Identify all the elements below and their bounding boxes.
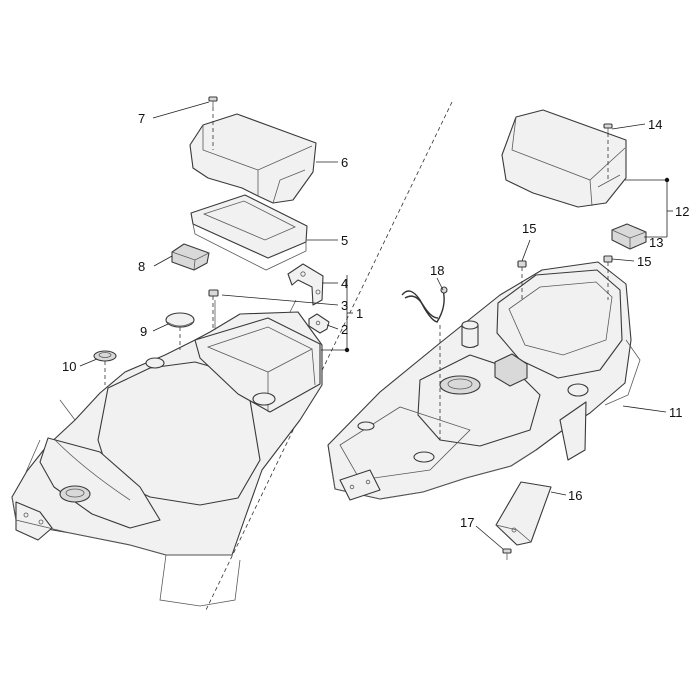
callout-7: 7 [138, 111, 145, 126]
callout-15-b: 15 [637, 254, 651, 269]
part-8-block [171, 243, 210, 271]
callout-16: 16 [568, 488, 582, 503]
right-assembly [327, 109, 647, 560]
part-13-block [611, 223, 647, 250]
part-12-lid [501, 109, 627, 208]
left-frame-body [11, 299, 323, 607]
view-divider [204, 101, 453, 613]
callout-8: 8 [138, 259, 145, 274]
callout-10: 10 [62, 359, 76, 374]
callout-6: 6 [341, 155, 348, 170]
part-6-lid [189, 113, 317, 204]
callout-labels: 7 6 5 8 4 3 1 2 9 10 14 12 13 15 15 18 1… [62, 111, 689, 530]
callout-2: 2 [341, 322, 348, 337]
part-18-strap [401, 286, 448, 323]
part-3-clip [208, 289, 219, 297]
part-4-bracket [287, 263, 324, 306]
callout-15-a: 15 [522, 221, 536, 236]
part-14-screw [603, 123, 613, 133]
part-10-plug [93, 350, 117, 362]
callout-12: 12 [675, 204, 689, 219]
callout-1: 1 [356, 306, 363, 321]
callout-17: 17 [460, 515, 474, 530]
part-15-clip-a [517, 260, 527, 268]
callout-4: 4 [341, 276, 348, 291]
part-16-bracket [495, 481, 552, 546]
part-7-screw [208, 96, 218, 107]
callout-13: 13 [649, 235, 663, 250]
right-frame-body [327, 261, 641, 501]
callout-14: 14 [648, 117, 662, 132]
leader-lines [79, 101, 673, 550]
left-assembly [11, 96, 330, 607]
part-9-cap [165, 312, 195, 328]
callout-3: 3 [341, 298, 348, 313]
part-15-clip-b [603, 255, 613, 263]
callout-5: 5 [341, 233, 348, 248]
callout-9: 9 [140, 324, 147, 339]
callout-18: 18 [430, 263, 444, 278]
part-17-screw [502, 548, 512, 560]
part-5-tray [190, 194, 308, 271]
callout-11: 11 [669, 405, 683, 420]
part-2-plate [308, 313, 330, 334]
